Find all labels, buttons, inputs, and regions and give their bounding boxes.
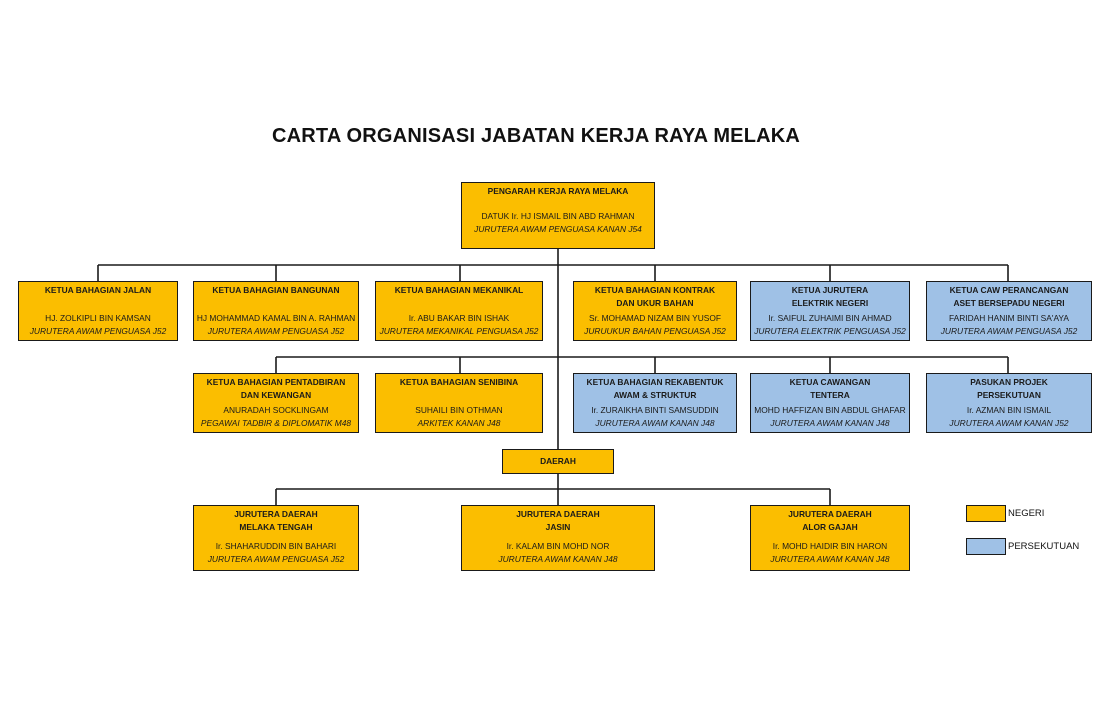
box-title-2: [19, 297, 177, 310]
box-position: JURUTERA AWAM KANAN J48: [498, 554, 618, 564]
box-title-2: AWAM & STRUKTUR: [613, 390, 697, 400]
director-box: PENGARAH KERJA RAYA MELAKA DATUK Ir. HJ …: [461, 182, 655, 249]
box-name: Ir. SHAHARUDDIN BIN BAHARI: [215, 541, 337, 551]
box-title: JURUTERA DAERAH: [516, 509, 600, 519]
box-position: JURUTERA AWAM PENGUASA J52: [207, 554, 345, 564]
box-name: HJ MOHAMMAD KAMAL BIN A. RAHMAN: [196, 313, 356, 323]
box-title-2: JASIN: [545, 522, 571, 532]
box-name: Ir. ABU BAKAR BIN ISHAK: [408, 313, 510, 323]
box-name: Ir. MOHD HAIDIR BIN HARON: [772, 541, 888, 551]
org-box-rekabentuk: KETUA BAHAGIAN REKABENTUK AWAM & STRUKTU…: [573, 373, 737, 433]
box-title: KETUA JURUTERA: [791, 285, 869, 295]
box-position: JURUTERA AWAM KANAN J48: [770, 554, 890, 564]
box-title: PASUKAN PROJEK: [970, 377, 1048, 387]
director-name: DATUK Ir. HJ ISMAIL BIN ABD RAHMAN: [481, 211, 635, 221]
box-name: Ir. ZURAIKHA BINTI SAMSUDDIN: [591, 405, 719, 415]
legend-swatch-persekutuan: [966, 538, 1006, 555]
box-title-2: ELEKTRIK NEGERI: [791, 298, 869, 308]
org-box-perancangan: KETUA CAW PERANCANGAN ASET BERSEPADU NEG…: [926, 281, 1092, 341]
org-box-jasin: JURUTERA DAERAH JASIN Ir. KALAM BIN MOHD…: [461, 505, 655, 571]
box-position: JURUTERA AWAM PENGUASA J52: [207, 326, 345, 336]
box-title: KETUA BAHAGIAN REKABENTUK: [586, 377, 724, 387]
box-name: Ir. AZMAN BIN ISMAIL: [966, 405, 1052, 415]
box-position: JURUTERA AWAM KANAN J48: [770, 418, 890, 428]
box-title-2: [194, 297, 358, 310]
org-box-elektrik: KETUA JURUTERA ELEKTRIK NEGERI Ir. SAIFU…: [750, 281, 910, 341]
box-title: KETUA BAHAGIAN JALAN: [44, 285, 152, 295]
legend-swatch-negeri: [966, 505, 1006, 522]
box-name: FARIDAH HANIM BINTI SA'AYA: [949, 313, 1069, 323]
box-title-2: ASET BERSEPADU NEGERI: [953, 298, 1065, 308]
daerah-label: DAERAH: [540, 456, 576, 466]
box-title: JURUTERA DAERAH: [234, 509, 318, 519]
box-title: KETUA CAWANGAN: [789, 377, 871, 387]
box-name: SUHAILI BIN OTHMAN: [415, 405, 503, 415]
box-position: JURUTERA AWAM PENGUASA J52: [29, 326, 167, 336]
daerah-box: DAERAH: [502, 449, 614, 474]
chart-title: CARTA ORGANISASI JABATAN KERJA RAYA MELA…: [272, 125, 801, 147]
box-position: ARKITEK KANAN J48: [417, 418, 501, 428]
box-title: KETUA BAHAGIAN MEKANIKAL: [394, 285, 524, 295]
org-box-jalan: KETUA BAHAGIAN JALAN HJ. ZOLKIPLI BIN KA…: [18, 281, 178, 341]
org-box-alor-gajah: JURUTERA DAERAH ALOR GAJAH Ir. MOHD HAID…: [750, 505, 910, 571]
box-title: KETUA BAHAGIAN BANGUNAN: [212, 285, 340, 295]
box-name: MOHD HAFFIZAN BIN ABDUL GHAFAR: [754, 405, 906, 415]
box-title-2: MELAKA TENGAH: [239, 522, 313, 532]
box-position: JURUTERA AWAM KANAN J52: [949, 418, 1069, 428]
box-name: HJ. ZOLKIPLI BIN KAMSAN: [45, 313, 151, 323]
box-title: KETUA BAHAGIAN SENIBINA: [399, 377, 519, 387]
box-title: KETUA BAHAGIAN KONTRAK: [594, 285, 716, 295]
box-position: JURUTERA AWAM KANAN J48: [595, 418, 715, 428]
box-title: KETUA BAHAGIAN PENTADBIRAN: [206, 377, 346, 387]
director-title: PENGARAH KERJA RAYA MELAKA: [487, 186, 629, 196]
box-title-2: PERSEKUTUAN: [977, 390, 1041, 400]
org-box-mekanikal: KETUA BAHAGIAN MEKANIKAL Ir. ABU BAKAR B…: [375, 281, 543, 341]
box-title-2: [376, 297, 542, 310]
box-title-2: [376, 389, 542, 402]
box-position: PEGAWAI TADBIR & DIPLOMATIK M48: [200, 418, 352, 428]
box-title-2: TENTERA: [810, 390, 850, 400]
box-name: ANURADAH SOCKLINGAM: [223, 405, 329, 415]
org-box-projek-persekutuan: PASUKAN PROJEK PERSEKUTUAN Ir. AZMAN BIN…: [926, 373, 1092, 433]
box-position: JURUTERA ELEKTRIK PENGUASA J52: [754, 326, 906, 336]
director-position: JURUTERA AWAM PENGUASA KANAN J54: [474, 224, 642, 234]
legend-label-negeri: NEGERI: [1008, 508, 1045, 519]
box-position: JURUTERA MEKANIKAL PENGUASA J52: [379, 326, 539, 336]
box-title-2: ALOR GAJAH: [802, 522, 858, 532]
box-position: JURUTERA AWAM PENGUASA J52: [940, 326, 1078, 336]
box-name: Sr. MOHAMAD NIZAM BIN YUSOF: [589, 313, 721, 323]
box-title-2: DAN KEWANGAN: [240, 390, 312, 400]
org-box-kontrak: KETUA BAHAGIAN KONTRAK DAN UKUR BAHAN Sr…: [573, 281, 737, 341]
box-name: Ir. KALAM BIN MOHD NOR: [506, 541, 610, 551]
org-box-bangunan: KETUA BAHAGIAN BANGUNAN HJ MOHAMMAD KAMA…: [193, 281, 359, 341]
legend-label-persekutuan: PERSEKUTUAN: [1008, 541, 1080, 552]
box-name: Ir. SAIFUL ZUHAIMI BIN AHMAD: [768, 313, 892, 323]
box-title: KETUA CAW PERANCANGAN: [949, 285, 1069, 295]
org-box-pentadbiran: KETUA BAHAGIAN PENTADBIRAN DAN KEWANGAN …: [193, 373, 359, 433]
box-title: JURUTERA DAERAH: [788, 509, 872, 519]
org-box-melaka-tengah: JURUTERA DAERAH MELAKA TENGAH Ir. SHAHAR…: [193, 505, 359, 571]
org-box-senibina: KETUA BAHAGIAN SENIBINA SUHAILI BIN OTHM…: [375, 373, 543, 433]
box-position: JURUUKUR BAHAN PENGUASA J52: [584, 326, 726, 336]
org-box-tentera: KETUA CAWANGAN TENTERA MOHD HAFFIZAN BIN…: [750, 373, 910, 433]
box-title-2: DAN UKUR BAHAN: [616, 298, 694, 308]
